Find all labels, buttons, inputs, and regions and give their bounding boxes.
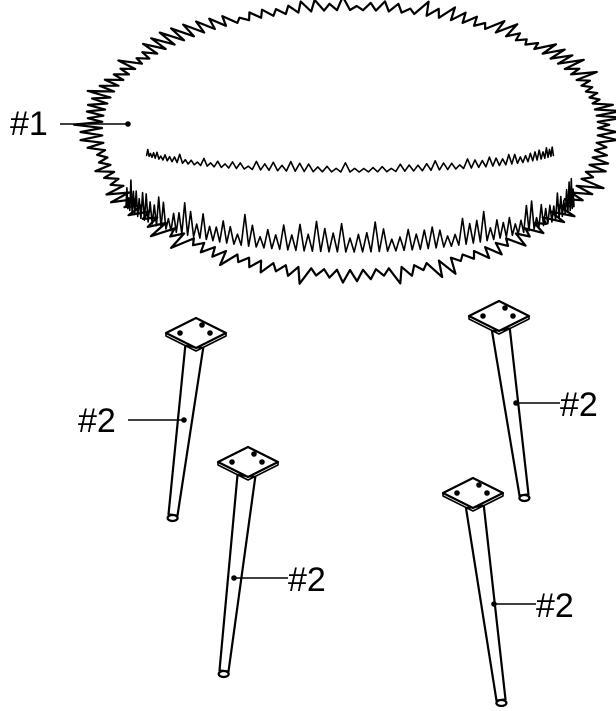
leg-3-plate-edge (468, 315, 530, 335)
leg-1 (164, 316, 228, 523)
leg-1-foot (166, 513, 179, 523)
leg-1-screw-hole (199, 322, 205, 328)
callout-dot-leg-1 (181, 417, 187, 423)
leg-4-shaft (464, 504, 507, 702)
callout-leg-1: #2 (78, 402, 187, 440)
leg-3-shaft (490, 327, 530, 497)
leg-3-mounting-plate (467, 299, 531, 333)
leg-4-screw-hole (476, 482, 482, 488)
leg-3-screw-hole (510, 313, 516, 319)
leg-1-mounting-plate (164, 316, 228, 350)
leg-1-screw-hole (207, 330, 213, 336)
leg-2-screw-hole (251, 451, 257, 457)
leg-2-screw-hole (259, 459, 265, 465)
ottoman-top (73, 0, 616, 285)
leg-4-plate-edge (442, 492, 504, 512)
callout-label-leg-4: #2 (536, 587, 574, 625)
leg-2-foot (217, 669, 230, 679)
leg-2-screw-hole (229, 459, 235, 465)
leg-2-mounting-plate (216, 445, 280, 479)
callout-label-leg-2: #2 (288, 561, 326, 599)
leg-1-plate-edge (165, 332, 227, 352)
callout-label-leg-1: #2 (78, 402, 116, 440)
leg-2-shaft (218, 473, 257, 673)
leg-4-foot (495, 698, 508, 708)
leg-3-foot (518, 493, 531, 503)
leg-3 (467, 299, 531, 503)
callout-label-leg-3: #2 (560, 386, 598, 424)
ottoman-top-outer-outline (73, 0, 616, 285)
leg-4-screw-hole (484, 490, 490, 496)
leg-2 (216, 445, 280, 679)
callout-dot-top (125, 121, 131, 127)
leg-3-screw-hole (480, 313, 486, 319)
leg-4-screw-hole (454, 490, 460, 496)
leg-1-screw-hole (177, 330, 183, 336)
callout-label-top: #1 (10, 105, 48, 143)
leg-4-mounting-plate (441, 476, 505, 510)
leg-4 (441, 476, 508, 708)
ottoman-top-lower-fringe (125, 177, 575, 253)
callout-leg-2: #2 (231, 561, 326, 599)
callout-top: #1 (10, 105, 131, 143)
callout-leg-3: #2 (513, 386, 598, 424)
callout-leg-4: #2 (491, 587, 574, 625)
ottoman-top-inner-fringe (145, 146, 555, 173)
leg-3-screw-hole (502, 305, 508, 311)
leg-1-shaft (167, 344, 205, 517)
leg-2-plate-edge (217, 461, 279, 481)
